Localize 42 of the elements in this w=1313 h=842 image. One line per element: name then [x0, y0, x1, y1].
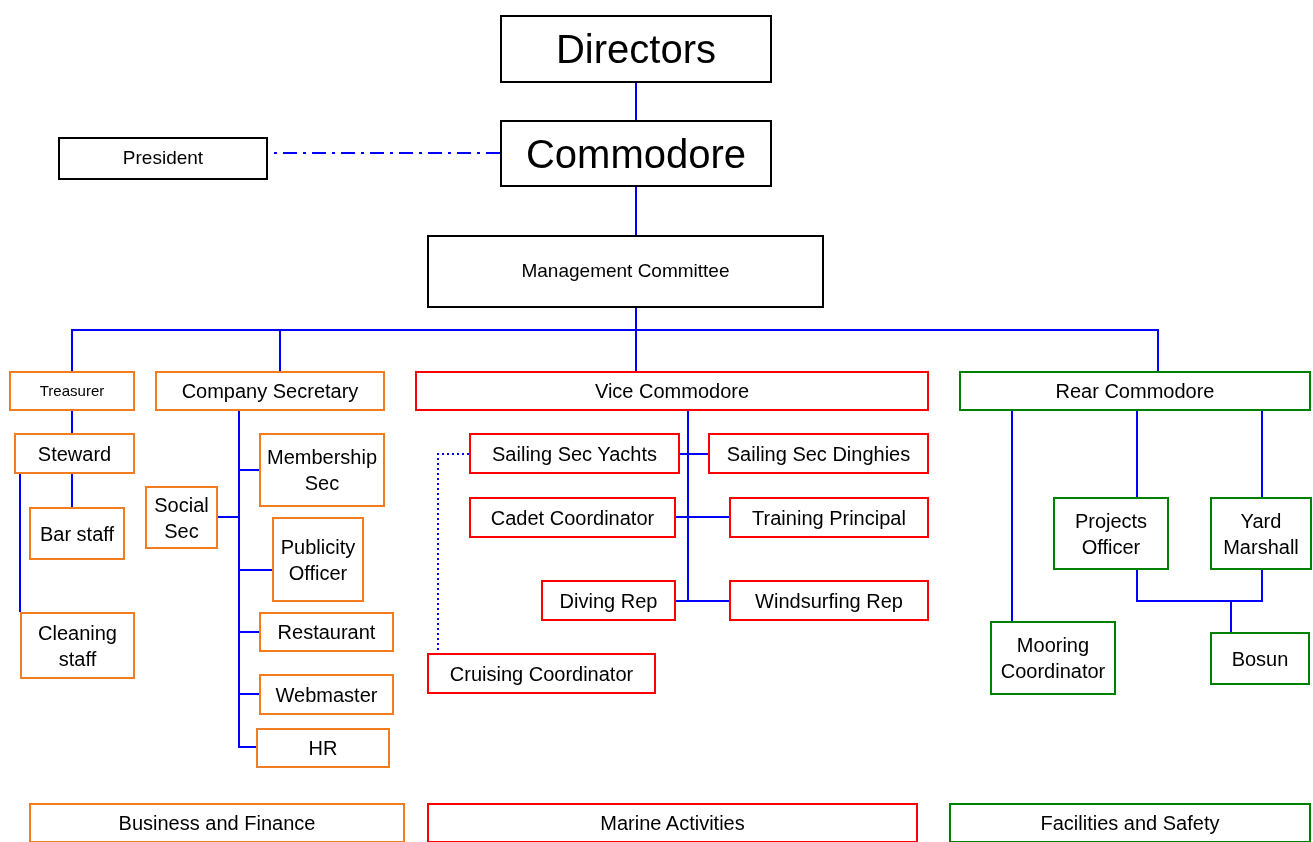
position-box: President [58, 137, 268, 180]
position-box: Restaurant [259, 612, 394, 652]
position-box: Bar staff [29, 507, 125, 560]
position-box: Webmaster [259, 674, 394, 715]
position-box: Projects Officer [1053, 497, 1169, 570]
connector-line [1261, 410, 1263, 498]
position-box: Windsurfing Rep [729, 580, 929, 621]
position-box: HR [256, 728, 390, 768]
connector-line [1136, 410, 1138, 498]
position-box: Company Secretary [155, 371, 385, 411]
position-box: Mooring Coordinator [990, 621, 1116, 695]
connector-line [71, 410, 73, 434]
position-box: Commodore [500, 120, 772, 187]
position-box: Social Sec [145, 486, 218, 549]
position-box: Business and Finance [29, 803, 405, 842]
position-box: Marine Activities [427, 803, 918, 842]
connector-line [1011, 410, 1013, 622]
connector-line [238, 410, 257, 748]
position-box: Yard Marshall [1210, 497, 1312, 570]
position-box: Cruising Coordinator [427, 653, 656, 694]
position-box: Bosun [1210, 632, 1310, 685]
position-box: Cleaning staff [20, 612, 135, 679]
position-box: Membership Sec [259, 433, 385, 507]
connector-line [635, 186, 637, 236]
position-box: Sailing Sec Dinghies [708, 433, 929, 474]
position-box: Management Committee [427, 235, 824, 308]
connector-line [687, 410, 730, 602]
position-box: Treasurer [9, 371, 135, 411]
position-box: Steward [14, 433, 135, 474]
position-box: Facilities and Safety [949, 803, 1311, 842]
position-box: Training Principal [729, 497, 929, 538]
connector-line [635, 82, 637, 121]
position-box: Sailing Sec Yachts [469, 433, 680, 474]
connector-line [19, 473, 21, 613]
connector-line [1230, 569, 1263, 633]
position-box: Diving Rep [541, 580, 676, 621]
position-box: Cadet Coordinator [469, 497, 676, 538]
position-box: Directors [500, 15, 772, 83]
position-box: Vice Commodore [415, 371, 929, 411]
position-box: Rear Commodore [959, 371, 1311, 411]
connector-line [71, 473, 73, 508]
position-box: Publicity Officer [272, 517, 364, 602]
